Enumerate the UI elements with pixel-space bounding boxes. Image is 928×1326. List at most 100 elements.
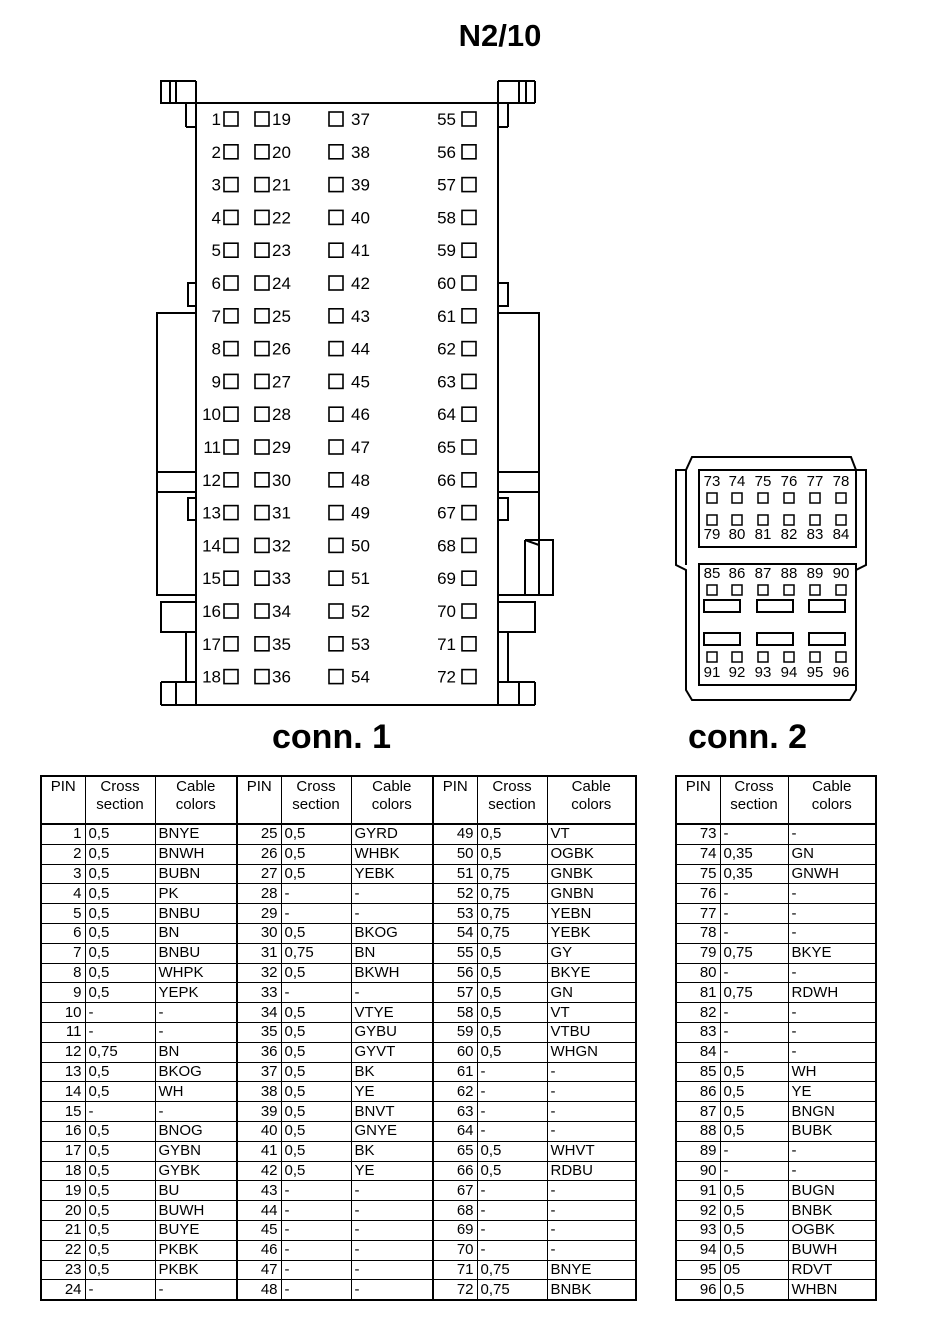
pin-number-cell: 92 [675, 1200, 721, 1221]
pin-label: 8 [212, 340, 221, 359]
pin-label: 89 [807, 565, 824, 582]
pin-label: 95 [807, 664, 824, 681]
pin-number-cell: 57 [432, 982, 478, 1004]
pin-label: 71 [437, 635, 456, 654]
pin-square [461, 111, 477, 127]
cable-color-cell: BN [350, 942, 434, 964]
pin-label: 86 [729, 565, 746, 582]
cable-color-cell: BNVT [350, 1101, 434, 1122]
pin-number-cell: 14 [40, 1081, 86, 1103]
pin-number-cell: 25 [236, 823, 282, 845]
pin-square [731, 651, 743, 663]
pin-square [757, 514, 769, 526]
pin-number-cell: 76 [675, 883, 721, 905]
pin-label: 54 [351, 668, 370, 687]
pin-number-cell: 43 [236, 1180, 282, 1202]
pin-square [757, 651, 769, 663]
cable-color-cell: GYBU [350, 1021, 434, 1043]
pin-label: 48 [351, 471, 370, 490]
pin-label: 78 [833, 473, 850, 490]
pin-number-cell: 42 [236, 1160, 282, 1182]
cable-color-cell: BUYE [154, 1219, 238, 1241]
pin-square [328, 307, 344, 324]
pin-label: 14 [202, 536, 221, 555]
pin-header: PIN [432, 775, 478, 825]
cross-section-cell: 0,75 [476, 1259, 548, 1281]
pin-label: 24 [272, 274, 291, 293]
diagram-title: N2/10 [458, 18, 542, 53]
pin-number-cell: 18 [40, 1160, 86, 1182]
pin-label: 36 [272, 668, 291, 687]
cable-color-cell: BU [154, 1180, 238, 1202]
pin-square [223, 668, 239, 685]
cable-color-cell: RDWH [787, 982, 877, 1004]
cross-section-cell: 0,5 [476, 1140, 548, 1162]
cross-section-cell: 0,35 [719, 843, 789, 865]
pin-number-cell: 69 [432, 1219, 478, 1241]
cross-section-cell: 0,5 [280, 843, 352, 865]
cross-section-cell: - [476, 1061, 548, 1083]
cross-section-cell: 0,5 [280, 962, 352, 984]
cable-color-cell: GY [546, 942, 637, 964]
pin-label: 91 [704, 664, 721, 681]
pin-label: 16 [202, 602, 221, 621]
pin-square [223, 471, 239, 488]
pin-label: 47 [351, 438, 370, 457]
cable-color-cell: - [787, 1041, 877, 1063]
cable-color-cell: BK [350, 1061, 434, 1083]
cross-section-cell: 0,5 [84, 962, 156, 984]
pin-square [461, 603, 477, 619]
pin-number-cell: 9 [40, 982, 86, 1004]
pin-square [254, 242, 270, 258]
pin-number-cell: 50 [432, 843, 478, 865]
pin-label: 76 [781, 473, 798, 490]
pin-label: 50 [351, 536, 370, 555]
connector-diagram: 1234567891011121314151617181920212223242… [156, 80, 867, 706]
cable-color-cell: BNGN [787, 1101, 877, 1122]
pin-square [461, 570, 477, 587]
pin-number-cell: 37 [236, 1061, 282, 1083]
cable-color-cell: BN [154, 922, 238, 944]
pin-square [223, 144, 239, 160]
cross-section-cell: 0,5 [476, 1021, 548, 1043]
cable-color-cell: - [350, 1180, 434, 1202]
pin-header: PIN [675, 775, 721, 825]
cable-color-cell: - [350, 903, 434, 924]
pin-label: 63 [437, 372, 456, 391]
cable-color-cell: BKOG [154, 1061, 238, 1083]
pin-label: 2 [212, 143, 221, 162]
cross-section-cell: 0,5 [280, 922, 352, 944]
pin-number-cell: 47 [236, 1259, 282, 1281]
pin-square [223, 635, 239, 652]
cable-color-cell: - [350, 1219, 434, 1241]
cross-section-cell: 0,5 [84, 1239, 156, 1261]
pin-number-cell: 70 [432, 1239, 478, 1261]
pin-label: 33 [272, 569, 291, 588]
pin-number-cell: 75 [675, 863, 721, 885]
cable-color-cell: VTYE [350, 1002, 434, 1023]
pin-square [254, 471, 270, 488]
pin-number-cell: 10 [40, 1002, 86, 1023]
pin-number-cell: 62 [432, 1081, 478, 1103]
pin-square [223, 111, 239, 127]
pin-number-cell: 20 [40, 1200, 86, 1221]
pin-number-cell: 93 [675, 1219, 721, 1241]
pin-square [461, 439, 477, 455]
pin-square [461, 406, 477, 423]
pin-number-cell: 34 [236, 1002, 282, 1023]
pin-square [706, 584, 718, 596]
pin-square [783, 514, 795, 526]
cable-color-cell: BUWH [154, 1200, 238, 1221]
pin-number-cell: 4 [40, 883, 86, 905]
